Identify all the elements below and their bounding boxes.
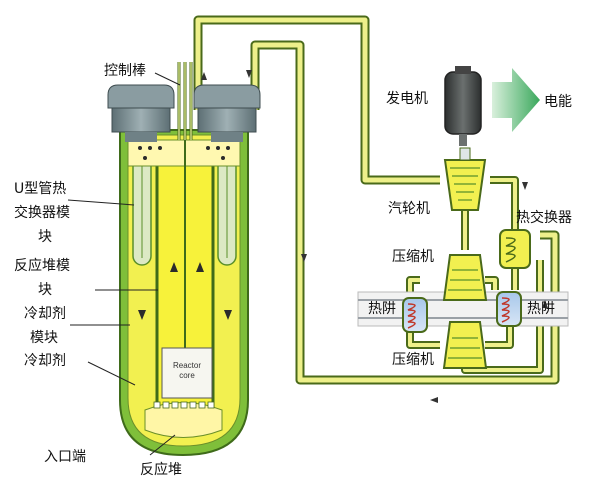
label-heat-sink-right: 热阱 bbox=[527, 301, 555, 317]
pipe-direction-arrows bbox=[201, 70, 548, 403]
heat-sink-left-coil bbox=[402, 297, 428, 333]
label-coolant-module-line1: 冷却剂 bbox=[24, 306, 66, 322]
label-compressor-bottom: 压缩机 bbox=[392, 352, 434, 368]
leader-lines bbox=[67, 72, 181, 456]
label-u-tube-hx-line1: U型管热 bbox=[14, 181, 67, 197]
label-reactor: 反应堆 bbox=[140, 462, 182, 478]
label-generator: 发电机 bbox=[386, 91, 428, 107]
label-coolant: 冷却剂 bbox=[24, 353, 66, 369]
label-inlet: 入口端 bbox=[44, 449, 86, 465]
core-grid bbox=[153, 401, 215, 409]
primary-pipe-loop-fill bbox=[195, 17, 558, 383]
generator bbox=[444, 66, 482, 146]
vessel-head-right bbox=[193, 84, 261, 142]
label-electricity: 电能 bbox=[544, 94, 572, 110]
label-heat-sink-left: 热阱 bbox=[368, 301, 396, 317]
heat-exchanger bbox=[499, 229, 531, 269]
label-u-tube-hx-line2: 交换器模 bbox=[14, 205, 70, 221]
compressor-top bbox=[442, 254, 488, 301]
control-rods-highlight bbox=[178, 62, 192, 140]
electricity-arrow bbox=[492, 68, 540, 132]
label-heat-exchanger: 热交换器 bbox=[516, 210, 572, 226]
label-reactor-module-line1: 反应堆模 bbox=[14, 258, 70, 274]
reactor-core-label-1: Reactor bbox=[173, 361, 201, 370]
vessel-head-left bbox=[107, 84, 175, 142]
turbine bbox=[443, 147, 487, 211]
label-reactor-module-line2: 块 bbox=[38, 282, 52, 298]
compressor-bottom bbox=[442, 321, 488, 369]
heat-sink-right-coil bbox=[496, 291, 522, 327]
plenum-dots bbox=[138, 146, 230, 160]
reactor-core: Reactor core bbox=[161, 347, 213, 399]
u-tube-heat-exchanger-right bbox=[217, 154, 237, 266]
u-tube-heat-exchanger-left bbox=[132, 154, 152, 266]
flow-arrows bbox=[138, 262, 232, 320]
label-control-rods: 控制棒 bbox=[104, 63, 146, 79]
label-coolant-module-line2: 模块 bbox=[30, 330, 58, 346]
label-turbine: 汽轮机 bbox=[388, 201, 430, 217]
label-compressor-top: 压缩机 bbox=[392, 249, 434, 265]
reactor-core-label-2: core bbox=[179, 371, 195, 380]
label-u-tube-hx-line3: 块 bbox=[38, 229, 52, 245]
